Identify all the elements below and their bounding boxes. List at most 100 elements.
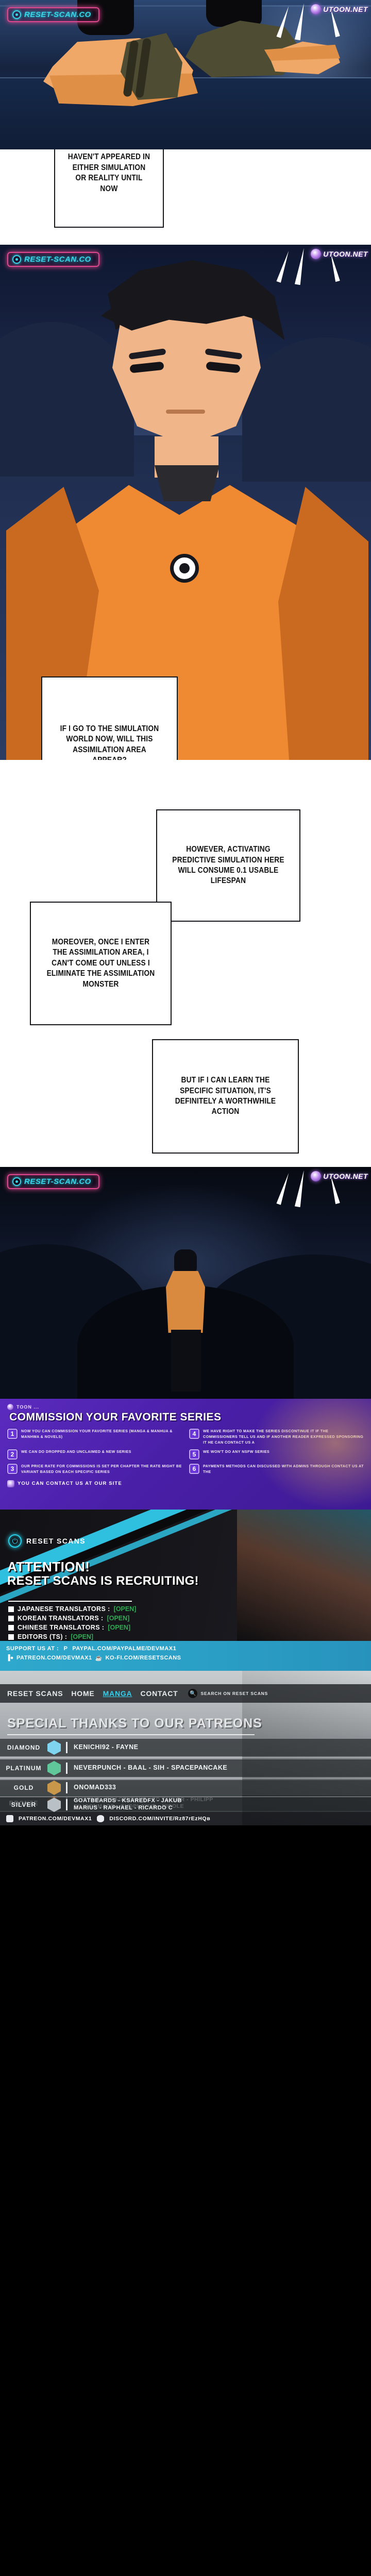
- tier-patrons: KENICHI92 - FAYNE: [74, 1743, 139, 1751]
- watermark-right-label: UTOON.NET: [323, 250, 368, 258]
- watermark-utoon-3[interactable]: UTOON.NET: [311, 1171, 368, 1181]
- face: [112, 315, 261, 446]
- tier-hr: [0, 1757, 371, 1758]
- reset-scan-ring-icon: [12, 1177, 21, 1186]
- patrons-divider: [7, 1734, 255, 1735]
- reset-scans-logo[interactable]: ⏻ RESET SCANS: [8, 1534, 86, 1548]
- tier-medal-icon: [47, 1740, 61, 1755]
- collar: [155, 465, 220, 501]
- discord-icon: [97, 1815, 105, 1822]
- tier-name: PLATINUM: [6, 1765, 42, 1772]
- watermark-utoon-2[interactable]: UTOON.NET: [311, 249, 368, 259]
- dialogue-text-5: BUT IF I CAN LEARN THE SPECIFIC SITUATIO…: [175, 1076, 276, 1116]
- nav-brand[interactable]: RESET SCANS: [7, 1689, 63, 1698]
- utoon-orb-icon: [311, 249, 322, 259]
- recruit-artwork: [237, 1510, 371, 1641]
- watermark-left-label: RESET-SCAN.CO: [24, 10, 91, 19]
- recruiting-headline: RESET SCANS IS RECRUITING!: [7, 1574, 199, 1588]
- patrons-footer[interactable]: PATREON.COM/DEVMAX1 DISCORD.COM/INVITE/R…: [0, 1812, 371, 1825]
- banner-art: [252, 1399, 371, 1510]
- tier-separator: [66, 1762, 68, 1774]
- role-status: [OPEN]: [107, 1615, 130, 1622]
- kofi-icon: ☕: [95, 1655, 103, 1662]
- patrons-title: SPECIAL THANKS TO OUR PATREONS: [7, 1716, 262, 1731]
- tier-name: SILVER: [11, 1801, 37, 1808]
- role-label: KOREAN TRANSLATORS :: [18, 1615, 104, 1622]
- patron-tier-row: PLATINUM NEVERPUNCH - BAAL - SIH - SPACE…: [0, 1759, 371, 1777]
- rule-number: 5: [189, 1449, 199, 1460]
- dialogue-text-1: ASSIMILATION AREAS HAVEN'T APPEARED IN E…: [68, 149, 150, 193]
- paypal-icon: P: [63, 1646, 68, 1652]
- role-status: [OPEN]: [108, 1624, 131, 1631]
- footer-discord-url: DISCORD.COM/INVITE/Rz87rEzHQв: [109, 1816, 211, 1822]
- rule-text: NOW YOU CAN COMMISSION YOUR FAVORITE SER…: [21, 1429, 173, 1439]
- panel-commission-banner: TOON ... COMMISSION YOUR FAVORITE SERIES…: [0, 1399, 371, 1510]
- floor-line-upper: [0, 5, 371, 7]
- role-status: [OPEN]: [113, 1605, 137, 1613]
- patreon-icon: ▐●: [6, 1655, 14, 1661]
- paypal-url: PAYPAL.COM/PAYPALME/DEVMAX1: [72, 1646, 177, 1652]
- dialogue-box-4: MOREOVER, ONCE I ENTER THE ASSIMILATION …: [30, 902, 172, 1025]
- watermark-right-label: UTOON.NET: [323, 1172, 368, 1180]
- tier-name: DIAMOND: [7, 1744, 41, 1751]
- commission-brand-label: TOON ...: [16, 1404, 39, 1410]
- panel-patrons: RESET SCANS HOME MANGA CONTACT 🔍 SEARCH …: [0, 1671, 371, 1825]
- role-row: CHINESE TRANSLATORS : [OPEN]: [8, 1624, 136, 1631]
- support-row-1[interactable]: SUPPORT US AT : P PAYPAL.COM/PAYPALME/DE…: [6, 1645, 365, 1652]
- nav-search[interactable]: 🔍 SEARCH ON RESET SCANS: [188, 1689, 268, 1698]
- tier-name: GOLD: [13, 1784, 34, 1791]
- dialogue-box-5: BUT IF I CAN LEARN THE SPECIFIC SITUATIO…: [152, 1039, 299, 1154]
- right-shoe: [180, 15, 340, 82]
- commission-brand: TOON ...: [7, 1404, 364, 1410]
- nav-item-home[interactable]: HOME: [71, 1689, 95, 1698]
- bullet-icon: [8, 1634, 14, 1640]
- rule-text: OUR PRICE RATE FOR COMMISSIONS IS SET PE…: [21, 1464, 182, 1475]
- panel-character: RESET-SCAN.CO UTOON.NET IF I GO TO THE S…: [0, 245, 371, 760]
- tier-patrons: GOATBEARDS - KSAREDFX - JAKUB MARIUS - R…: [74, 1798, 182, 1811]
- hill-right: [242, 337, 371, 482]
- nav-item-contact[interactable]: CONTACT: [140, 1689, 178, 1698]
- figure-torso: [166, 1271, 205, 1333]
- support-row-2[interactable]: ▐● PATREON.COM/DEVMAX1 ☕ KO-FI.COM/RESET…: [6, 1654, 365, 1662]
- support-label: SUPPORT US AT :: [6, 1646, 59, 1652]
- watermark-utoon[interactable]: UTOON.NET: [311, 4, 368, 14]
- tier-medal-icon: [47, 1761, 61, 1775]
- watermark-reset-scan-3[interactable]: RESET-SCAN.CO: [7, 1174, 99, 1189]
- utoon-orb-icon: [311, 4, 322, 14]
- watermark-left-label: RESET-SCAN.CO: [24, 255, 91, 264]
- tier-separator: [66, 1742, 68, 1753]
- panel-dialogue-1: ASSIMILATION AREAS HAVEN'T APPEARED IN E…: [0, 149, 371, 245]
- figure-legs: [171, 1330, 201, 1392]
- tier-patrons: NEVERPUNCH - BAAL - SIH - SPACEPANCAKE: [74, 1764, 228, 1772]
- dialogue-box-1: ASSIMILATION AREAS HAVEN'T APPEARED IN E…: [54, 149, 164, 228]
- bullet-icon: [8, 1624, 14, 1631]
- panel-support: SUPPORT US AT : P PAYPAL.COM/PAYPALME/DE…: [0, 1641, 371, 1671]
- rule-number: 4: [189, 1429, 199, 1439]
- rule-text: WE CAN DO DROPPED AND UNCLAIMED & NEW SE…: [21, 1449, 131, 1454]
- role-row: JAPANESE TRANSLATORS : [OPEN]: [8, 1605, 136, 1613]
- dialogue-text-4: MOREOVER, ONCE I ENTER THE ASSIMILATION …: [46, 937, 155, 989]
- commission-footer[interactable]: YOU CAN CONTACT US AT OUR SITE: [7, 1480, 364, 1487]
- utoon-orb-icon: [311, 1171, 322, 1181]
- watermark-reset-scan[interactable]: RESET-SCAN.CO: [7, 7, 99, 22]
- role-label: JAPANESE TRANSLATORS :: [18, 1605, 110, 1613]
- dialogue-box-3: HOWEVER, ACTIVATING PREDICTIVE SIMULATIO…: [156, 809, 300, 922]
- patron-tier-row: SILVER GOATBEARDS - KSAREDFX - JAKUB MAR…: [0, 1798, 371, 1812]
- nav-item-manga[interactable]: MANGA: [103, 1689, 132, 1698]
- patreon-icon: [6, 1815, 13, 1822]
- watermark-reset-scan-2[interactable]: RESET-SCAN.CO: [7, 252, 99, 267]
- footer-patreon-url: PATREON.COM/DEVMAX1: [19, 1816, 92, 1822]
- bullet-icon: [8, 1615, 14, 1621]
- panel-silhouette: RESET-SCAN.CO UTOON.NET: [0, 1167, 371, 1399]
- jacket-emblem-icon: [170, 554, 199, 583]
- patron-tier-row: GOLD ONOMAD333: [0, 1780, 371, 1795]
- commission-rule: 5 WE WON'T DO ANY NSFW SERIES: [189, 1449, 364, 1460]
- rule-text: WE WON'T DO ANY NSFW SERIES: [203, 1449, 270, 1454]
- dialogue-box-2: IF I GO TO THE SIMULATION WORLD NOW, WIL…: [41, 676, 178, 760]
- rule-number: 2: [7, 1449, 18, 1460]
- watermark-left-label: RESET-SCAN.CO: [24, 1177, 91, 1186]
- contact-badge-icon: [7, 1480, 14, 1487]
- left-leg: [77, 0, 134, 35]
- webtoon-page: RESET-SCAN.CO UTOON.NET ASSIMILATION ARE…: [0, 0, 371, 1825]
- panel-recruiting: ⏻ RESET SCANS ATTENTION! RESET SCANS IS …: [0, 1510, 371, 1641]
